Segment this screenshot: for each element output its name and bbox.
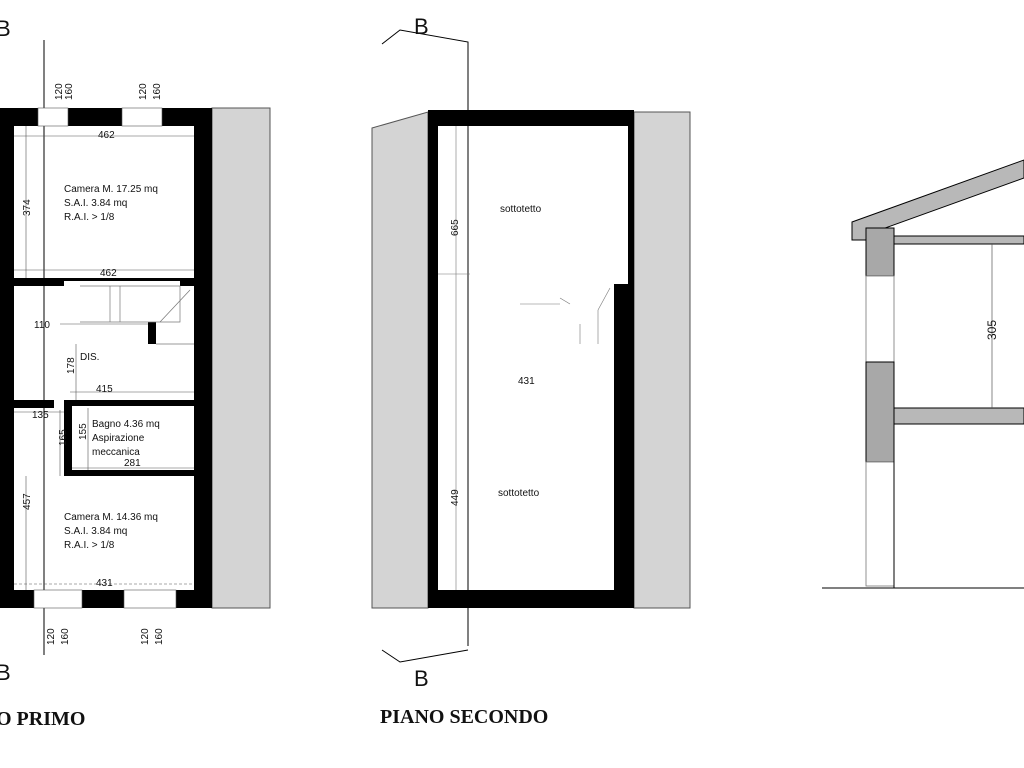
room-camera2-sai: S.A.I. 3.84 mq (64, 526, 127, 537)
floor-slab (893, 407, 1024, 425)
dim-bot-win2-a: 120 (140, 628, 151, 645)
dim-bath-width: 281 (124, 458, 141, 469)
wall-bath-bottom (64, 470, 194, 476)
section-marker-top: B (414, 14, 429, 39)
plan-first-title: O PRIMO (0, 708, 85, 730)
dimension-lines (14, 126, 194, 590)
section-marker-top: B (0, 16, 11, 41)
dim-h-top: 665 (450, 219, 461, 236)
building-section: 305 (822, 159, 1024, 589)
room-bagno-name: Bagno 4.36 mq (92, 419, 160, 430)
dim-height: 305 (985, 320, 999, 340)
wall-top (428, 110, 634, 126)
dim-bath-left: 135 (32, 410, 49, 421)
wall-bottom (428, 590, 634, 608)
dim-width-bottom: 431 (96, 578, 113, 589)
stairs (80, 285, 194, 345)
dim-width: 431 (518, 376, 535, 387)
wall-bottom (0, 590, 212, 608)
wall-bath-top (64, 400, 194, 406)
wall-interior-2 (180, 278, 194, 286)
section-line-b-top (381, 29, 469, 646)
dim-top-win1-b: 160 (64, 83, 75, 100)
dim-bot-win1-b: 160 (60, 628, 71, 645)
plan-second-floor: B B 665 sottotetto 431 449 sottotetto PI… (371, 14, 691, 728)
room-camera2-name: Camera M. 14.36 mq (64, 512, 158, 523)
dim-dis-width: 415 (96, 384, 113, 395)
window-top-2 (121, 107, 163, 127)
room-dis: DIS. (80, 352, 99, 363)
wall-left (428, 110, 438, 608)
plan-first-floor: B B (0, 16, 271, 730)
window-upper (865, 275, 895, 363)
wall-right (194, 108, 212, 608)
dim-bath-h2: 155 (78, 423, 89, 440)
dim-dis-height: 178 (66, 357, 77, 374)
dim-width-top: 462 (98, 130, 115, 141)
room-bagno-line3: meccanica (92, 447, 140, 458)
room-camera1-sai: S.A.I. 3.84 mq (64, 198, 127, 209)
wall-right-upper (628, 110, 634, 284)
attic-bottom-label: sottotetto (498, 488, 540, 499)
room-bagno-line2: Aspirazione (92, 433, 145, 444)
room-camera1-rai: R.A.I. > 1/8 (64, 212, 115, 223)
dim-height-top: 374 (22, 199, 33, 216)
room-camera2-rai: R.A.I. > 1/8 (64, 540, 115, 551)
neighbor-right (633, 111, 691, 609)
window-top-1 (37, 107, 69, 127)
window-lower (865, 461, 895, 587)
dim-bot-win2-b: 160 (154, 628, 165, 645)
section-marker-bottom: B (414, 666, 429, 691)
wall-left (0, 108, 14, 608)
plan-second-title: PIANO SECONDO (380, 706, 548, 728)
dim-top-win1-a: 120 (54, 83, 65, 100)
window-bottom-2 (123, 589, 177, 609)
wall-bath-side (64, 400, 72, 476)
section-line-b-bottom (381, 649, 469, 663)
dim-stair: 110 (34, 320, 50, 331)
dim-height-bottom: 457 (22, 493, 33, 510)
dim-bath-h1: 165 (58, 429, 69, 446)
neighbor-left (371, 111, 429, 609)
wall-upper (865, 227, 895, 277)
ceiling-slab (893, 235, 1024, 245)
wall-interior-1 (14, 278, 64, 286)
dim-top-win2-a: 120 (138, 83, 149, 100)
dim-h-bottom: 449 (450, 489, 461, 506)
dimension-lines (438, 126, 611, 590)
neighbor-building (211, 107, 271, 609)
wall-mid (865, 361, 895, 463)
wall-top (0, 108, 212, 126)
stair-wall (148, 322, 156, 344)
section-marker-bottom: B (0, 660, 11, 685)
wall-interior-3 (64, 278, 180, 281)
window-bottom-1 (33, 589, 83, 609)
dim-bot-win1-a: 120 (46, 628, 57, 645)
wall-bath-left (14, 400, 54, 408)
room-camera1-name: Camera M. 17.25 mq (64, 184, 158, 195)
dim-top-win2-b: 160 (152, 83, 163, 100)
wall-right-lower (614, 284, 634, 608)
attic-top-label: sottotetto (500, 204, 542, 215)
dim-width-mid: 462 (100, 268, 117, 279)
